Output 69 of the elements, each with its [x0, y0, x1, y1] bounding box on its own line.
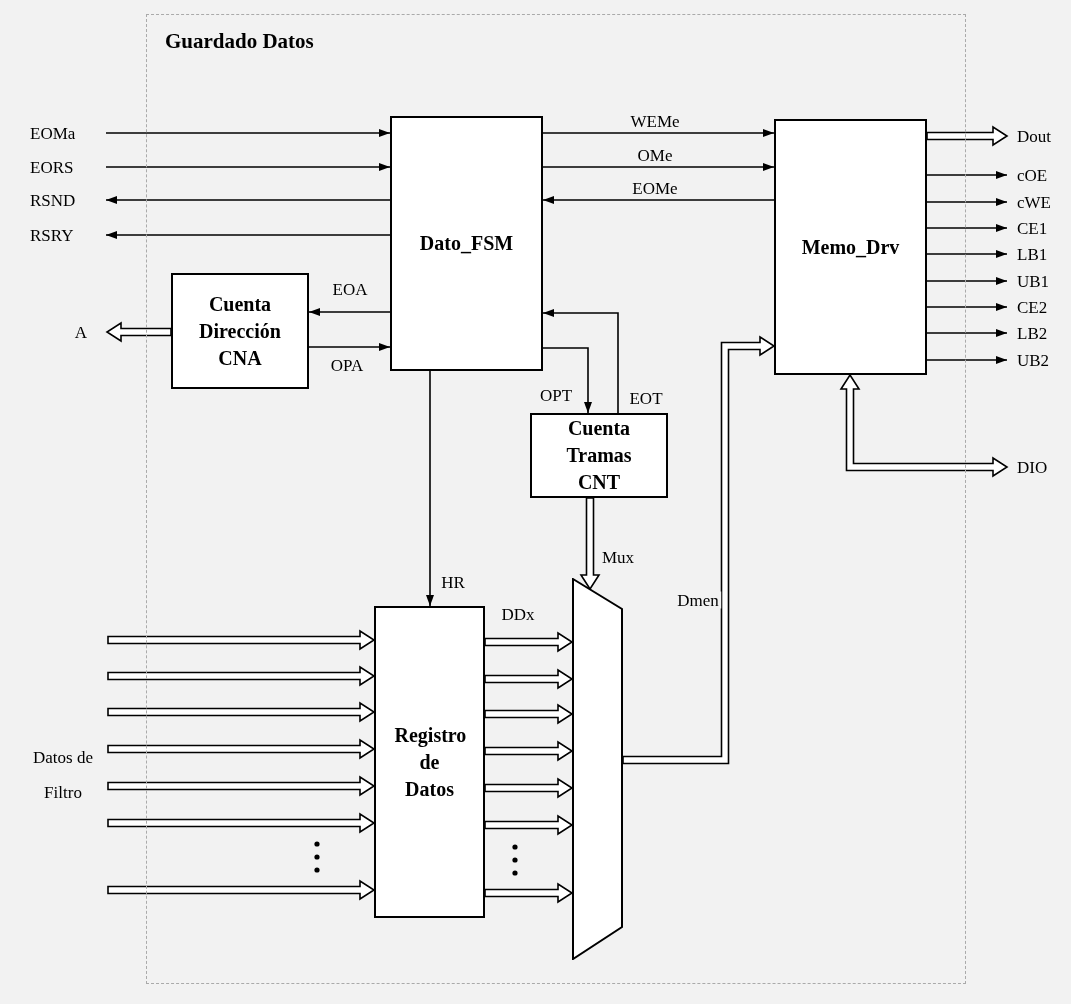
signal-name: RSRY: [30, 223, 106, 247]
input-group-label: Datos de Filtro: [32, 747, 94, 804]
signal-name: UB2: [1007, 348, 1067, 372]
bus-arrow: [579, 497, 601, 591]
signal-arrow: [308, 308, 391, 316]
bus-arrow: [107, 812, 376, 834]
signal-arrow: [308, 343, 391, 351]
block-label: Dato_FSM: [419, 231, 514, 256]
bus-arrow: [484, 882, 574, 904]
signal-name: UB1: [1007, 269, 1067, 293]
signal-name: cWE: [1007, 190, 1067, 214]
block-label: Cuenta Dirección CNA: [198, 291, 282, 371]
bus-arrow: [622, 335, 776, 765]
bus-arrow: [839, 373, 1009, 478]
block-box: [774, 119, 927, 375]
signal-arrow: [926, 356, 1008, 364]
signal-arrow: [105, 231, 391, 239]
edge-label: Dmen: [675, 591, 721, 609]
group-title: Guardado Datos: [165, 31, 314, 52]
bus-arrow: [107, 701, 376, 723]
multiplexer-trapezoid: [572, 578, 623, 960]
block-box: [171, 273, 309, 389]
signal-arrow: [542, 309, 619, 414]
bus-arrow: [484, 631, 574, 653]
bus-arrow: [105, 321, 172, 343]
signal-name: Dout: [1007, 124, 1067, 148]
signal-arrow: [926, 224, 1008, 232]
bus-arrow: [484, 814, 574, 836]
signal-name: CE1: [1007, 216, 1067, 240]
block-box: [390, 116, 543, 371]
signal-name: A: [60, 320, 107, 344]
signal-name: EORS: [30, 155, 106, 179]
signal-name: cOE: [1007, 163, 1067, 187]
block-label: Cuenta Tramas CNT: [565, 416, 633, 495]
block-box: [530, 413, 668, 498]
bus-arrow: [107, 879, 376, 901]
block-box: [374, 606, 485, 918]
bus-arrow: [926, 125, 1009, 147]
signal-arrow: [426, 370, 434, 607]
signal-name: LB1: [1007, 242, 1067, 266]
signal-arrow: [542, 163, 775, 171]
signal-arrow: [926, 277, 1008, 285]
bus-arrow: [107, 738, 376, 760]
bus-arrow: [107, 629, 376, 651]
signal-arrow: [926, 171, 1008, 179]
signal-arrow: [105, 196, 391, 204]
signal-arrow: [105, 129, 391, 137]
bus-arrow: [484, 703, 574, 725]
signal-name: EOMa: [30, 121, 106, 145]
signal-arrow: [542, 129, 775, 137]
signal-arrow: [105, 163, 391, 171]
signal-arrow: [926, 303, 1008, 311]
bus-arrow: [484, 777, 574, 799]
signal-name: CE2: [1007, 295, 1067, 319]
bus-arrow: [484, 740, 574, 762]
block-label: Memo_Drv: [801, 234, 900, 260]
signal-name: RSND: [30, 188, 106, 212]
signal-arrow: [926, 198, 1008, 206]
bus-arrow: [484, 668, 574, 690]
signal-name: DIO: [1007, 455, 1067, 479]
signal-arrow: [926, 250, 1008, 258]
signal-arrow: [542, 347, 592, 414]
bus-arrow: [107, 665, 376, 687]
signal-name: LB2: [1007, 321, 1067, 345]
dashed-group-border: [146, 14, 966, 984]
bus-arrow: [107, 775, 376, 797]
signal-arrow: [926, 329, 1008, 337]
signal-arrow: [542, 196, 775, 204]
block-label: Registro de Datos: [394, 722, 465, 802]
